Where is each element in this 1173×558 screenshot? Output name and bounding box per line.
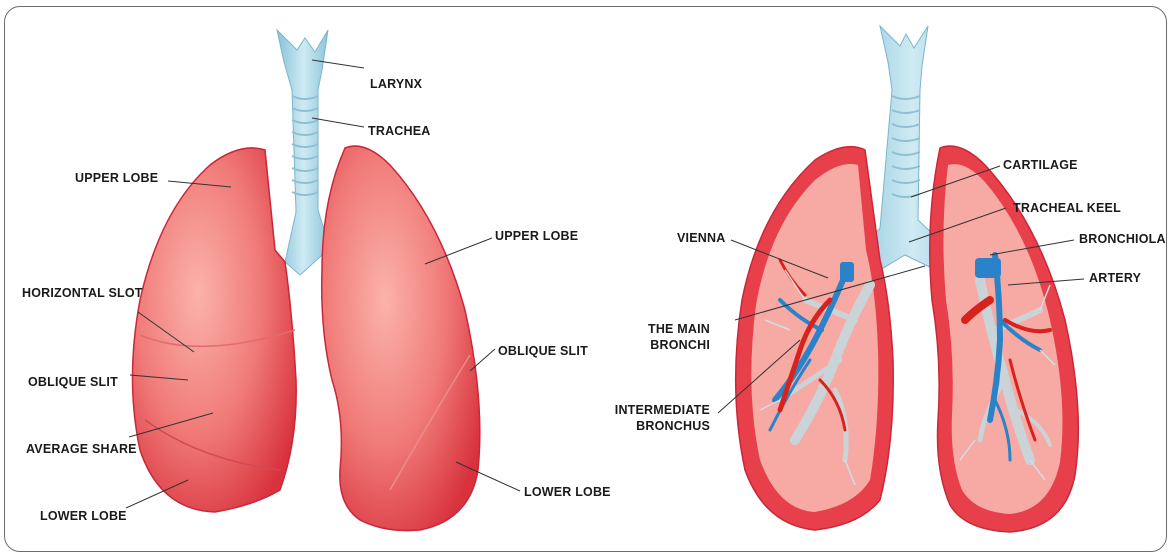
left-lungs-external [133,30,480,531]
right-lungs-internal [736,26,1079,532]
label-tracheal-keel: TRACHEAL KEEL [1013,200,1121,216]
label-intermediate-line2: BRONCHUS [600,418,710,434]
label-average-share: AVERAGE SHARE [26,441,137,457]
label-larynx: LARYNX [370,76,422,92]
left-trachea [277,30,330,275]
label-cartilage: CARTILAGE [1003,157,1078,173]
label-oblique-slit-right: OBLIQUE SLIT [498,343,588,359]
label-intermediate-line1: INTERMEDIATE [600,402,710,418]
label-upper-lobe-left: UPPER LOBE [75,170,158,186]
label-lower-lobe-right: LOWER LOBE [524,484,611,500]
label-artery: ARTERY [1089,270,1141,286]
left-lung-a [133,148,297,512]
label-vienna: VIENNA [677,230,725,246]
label-upper-lobe-right: UPPER LOBE [495,228,578,244]
label-trachea: TRACHEA [368,123,431,139]
label-intermediate-bronchus: INTERMEDIATE BRONCHUS [600,402,710,434]
left-lung-b [322,146,480,531]
label-main-bronchi-line1: THE MAIN [640,321,710,337]
label-lower-lobe-left: LOWER LOBE [40,508,127,524]
label-bronchiola: BRONCHIOLA [1079,231,1166,247]
label-oblique-slit-left: OBLIQUE SLIT [28,374,118,390]
label-main-bronchi: THE MAIN BRONCHI [640,321,710,353]
label-main-bronchi-line2: BRONCHI [640,337,710,353]
label-horizontal-slot: HORIZONTAL SLOT [22,285,143,301]
